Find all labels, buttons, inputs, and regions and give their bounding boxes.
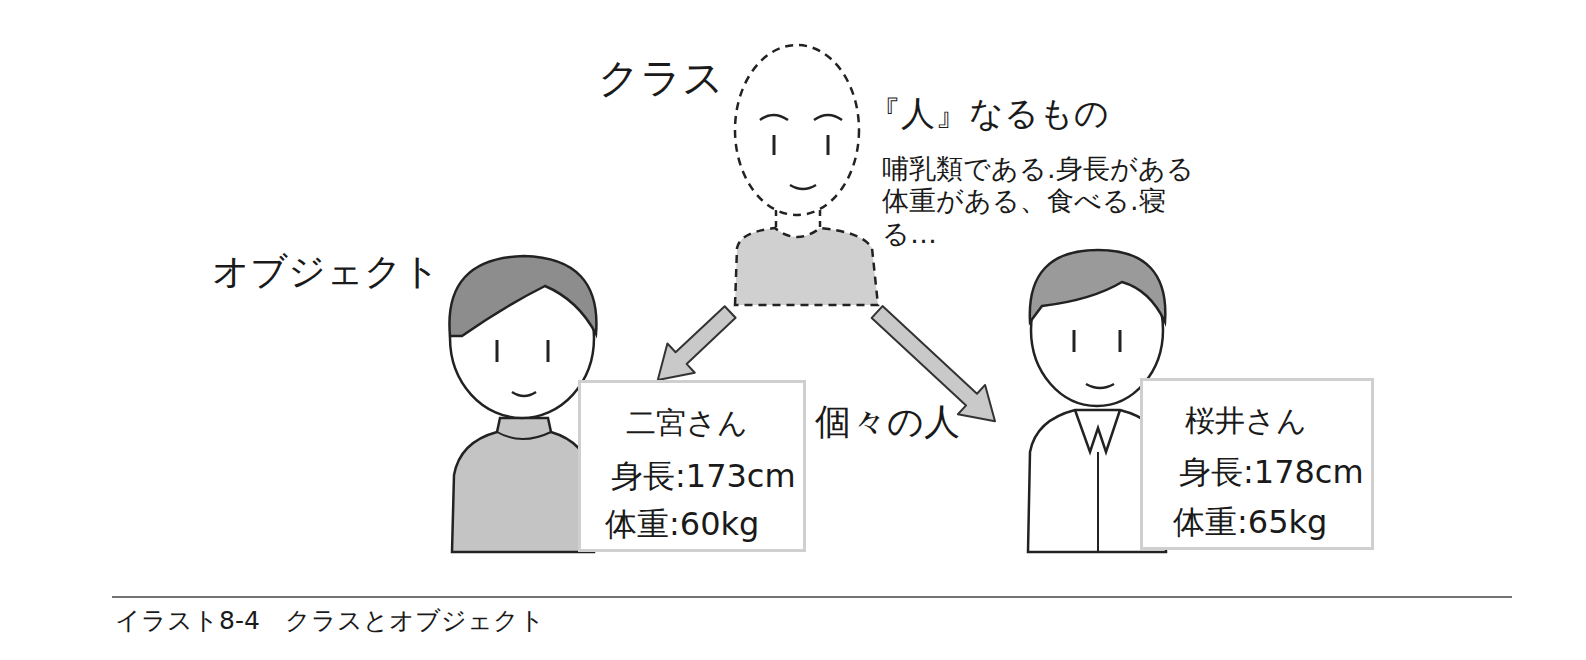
class-figure-neck [775, 210, 778, 229]
class-figure-brow [814, 115, 842, 120]
person-attribute: 身長:173cm [611, 457, 796, 495]
person-attribute: 身長:178cm [1179, 453, 1364, 491]
instance-label: 個々の人 [815, 400, 960, 443]
person-eye [1073, 330, 1076, 352]
person-name: 二宮さん [626, 405, 748, 441]
person-mouth [1086, 384, 1114, 388]
person-attribute: 体重:65kg [1173, 503, 1327, 541]
class-label: クラス [598, 54, 724, 103]
person-shirt [452, 418, 594, 552]
class-figure-brow [760, 115, 788, 120]
person-hair [1030, 250, 1166, 322]
info-card: 桜井さん身長:178cm 体重:65kg [1140, 378, 1374, 550]
class-figure-eye [773, 135, 776, 155]
class-figure: 『人』なるもの哺乳類である.身長がある 体重がある、食べる.寝る… [727, 45, 885, 312]
class-heading: 『人』なるもの [867, 93, 1109, 134]
class-description: 哺乳類である.身長がある 体重がある、食べる.寝る… [882, 153, 1207, 250]
person-eye [547, 340, 550, 362]
object-label: オブジェクト [212, 250, 440, 294]
class-figure-body [735, 228, 878, 305]
block-arrow [658, 306, 736, 380]
person-collar [497, 432, 551, 439]
person-name: 桜井さん [1185, 403, 1307, 439]
object-card: 二宮さん身長:173cm 体重:60kg [578, 380, 806, 552]
person-eye [496, 340, 499, 362]
caption: イラスト8-4 クラスとオブジェクト [115, 606, 545, 636]
person-collar [1075, 410, 1120, 452]
class-figure-head [735, 45, 859, 215]
class-figure-eye [827, 135, 830, 155]
person-eye [1119, 330, 1122, 352]
class-figure-mouth [790, 185, 816, 189]
class-figure-neck [819, 210, 822, 229]
caption-rule [112, 596, 1512, 598]
person-hair [449, 256, 596, 336]
person-placket [1097, 452, 1099, 552]
person-mouth [512, 392, 536, 396]
object-person: 桜井さん身長:178cm 体重:65kg [995, 248, 1374, 552]
person-attribute: 体重:60kg [605, 505, 759, 543]
